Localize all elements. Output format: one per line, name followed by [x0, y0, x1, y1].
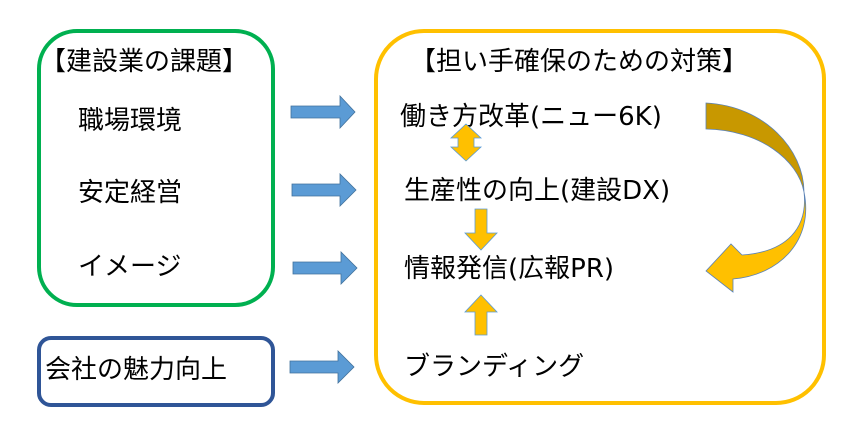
company-appeal-box [37, 336, 275, 407]
arrow-right-management [291, 173, 357, 207]
countermeasures-title: 【担い手確保のための対策】 [410, 47, 749, 77]
arrow-down-productivity-pr [464, 208, 498, 251]
arrow-right-company [289, 350, 355, 384]
measure-productivity: 生産性の向上(建設DX) [404, 176, 671, 206]
countermeasures-panel [374, 29, 826, 405]
measure-branding: ブランディング [404, 352, 585, 382]
curved-arrow-top [705, 102, 805, 193]
arrow-right-image [292, 251, 358, 285]
arrow-right-workplace [290, 94, 356, 130]
issues-title: 【建設業の課題】 [40, 47, 249, 77]
issue-item-workplace: 職場環境 [78, 106, 183, 136]
measure-pr: 情報発信(広報PR) [404, 254, 615, 284]
curved-arrow-bottom [705, 191, 807, 293]
issue-item-image: イメージ [78, 252, 182, 282]
measure-work-style-reform: 働き方改革(ニュー6K) [400, 102, 662, 132]
company-appeal-label: 会社の魅力向上 [45, 355, 228, 385]
arrow-updown-reform-productivity [449, 123, 483, 162]
issue-item-management: 安定経営 [78, 178, 183, 208]
arrow-up-branding-pr [464, 294, 498, 336]
construction-issues-panel [37, 29, 275, 307]
